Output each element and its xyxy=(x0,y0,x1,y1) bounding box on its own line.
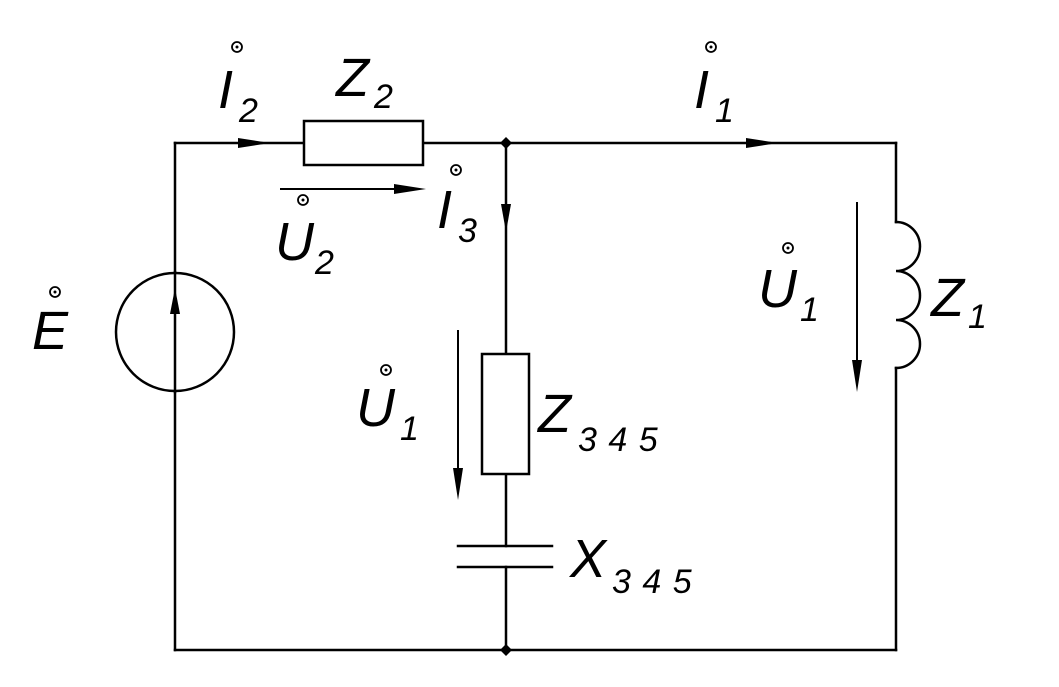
label-u1-middle: U 1 xyxy=(356,364,419,448)
label-i3-sub: 3 xyxy=(458,212,477,250)
label-x345: X 3 4 5 xyxy=(568,529,692,601)
label-u2-sub: 2 xyxy=(314,244,334,282)
resistor-z2 xyxy=(302,119,425,167)
label-i3-symbol: I xyxy=(437,180,452,240)
label-i1-sub: 1 xyxy=(715,92,734,130)
label-e-symbol: E xyxy=(32,301,69,361)
resistor-z345 xyxy=(480,352,531,476)
label-z1-symbol: Z xyxy=(929,268,966,328)
label-z2-symbol: Z xyxy=(334,48,371,108)
arrow-i3-icon xyxy=(501,204,511,232)
label-z2-sub: 2 xyxy=(373,78,393,116)
label-z345-symbol: Z xyxy=(536,384,573,444)
label-u1-right: U 1 xyxy=(758,242,819,329)
capacitor-x345 xyxy=(456,544,554,569)
arrow-u1-right-icon xyxy=(852,202,862,392)
label-z1: Z 1 xyxy=(929,268,987,336)
arrow-i1-icon xyxy=(746,138,778,148)
label-u1-right-sub: 1 xyxy=(800,291,819,329)
label-z345-sub: 3 4 5 xyxy=(578,421,658,459)
label-i2: I 2 xyxy=(218,41,258,130)
label-u2-symbol: U xyxy=(275,212,315,272)
inductor-z1 xyxy=(894,220,922,370)
label-u1-middle-symbol: U xyxy=(356,378,396,438)
junction-node-bottom xyxy=(500,644,512,656)
label-u2: U 2 xyxy=(275,194,334,282)
arrow-u2-icon xyxy=(280,184,426,194)
source-arrow-icon xyxy=(170,288,180,314)
label-z2: Z 2 xyxy=(334,48,393,116)
arrow-i2-icon xyxy=(238,138,270,148)
voltage-source xyxy=(114,270,236,394)
label-i1-symbol: I xyxy=(694,60,709,120)
label-i1: I 1 xyxy=(694,41,734,130)
label-i3: I 3 xyxy=(437,164,477,250)
junction-node-top xyxy=(500,137,512,149)
label-x345-symbol: X xyxy=(568,529,608,589)
label-z345: Z 3 4 5 xyxy=(536,384,658,459)
label-x345-sub: 3 4 5 xyxy=(612,563,692,601)
arrow-u1-middle-icon xyxy=(453,330,463,500)
label-i2-sub: 2 xyxy=(238,92,258,130)
label-e: E xyxy=(32,286,69,361)
label-z1-sub: 1 xyxy=(968,298,987,336)
label-i2-symbol: I xyxy=(218,60,233,120)
label-u1-middle-sub: 1 xyxy=(400,410,419,448)
label-u1-right-symbol: U xyxy=(758,259,798,319)
